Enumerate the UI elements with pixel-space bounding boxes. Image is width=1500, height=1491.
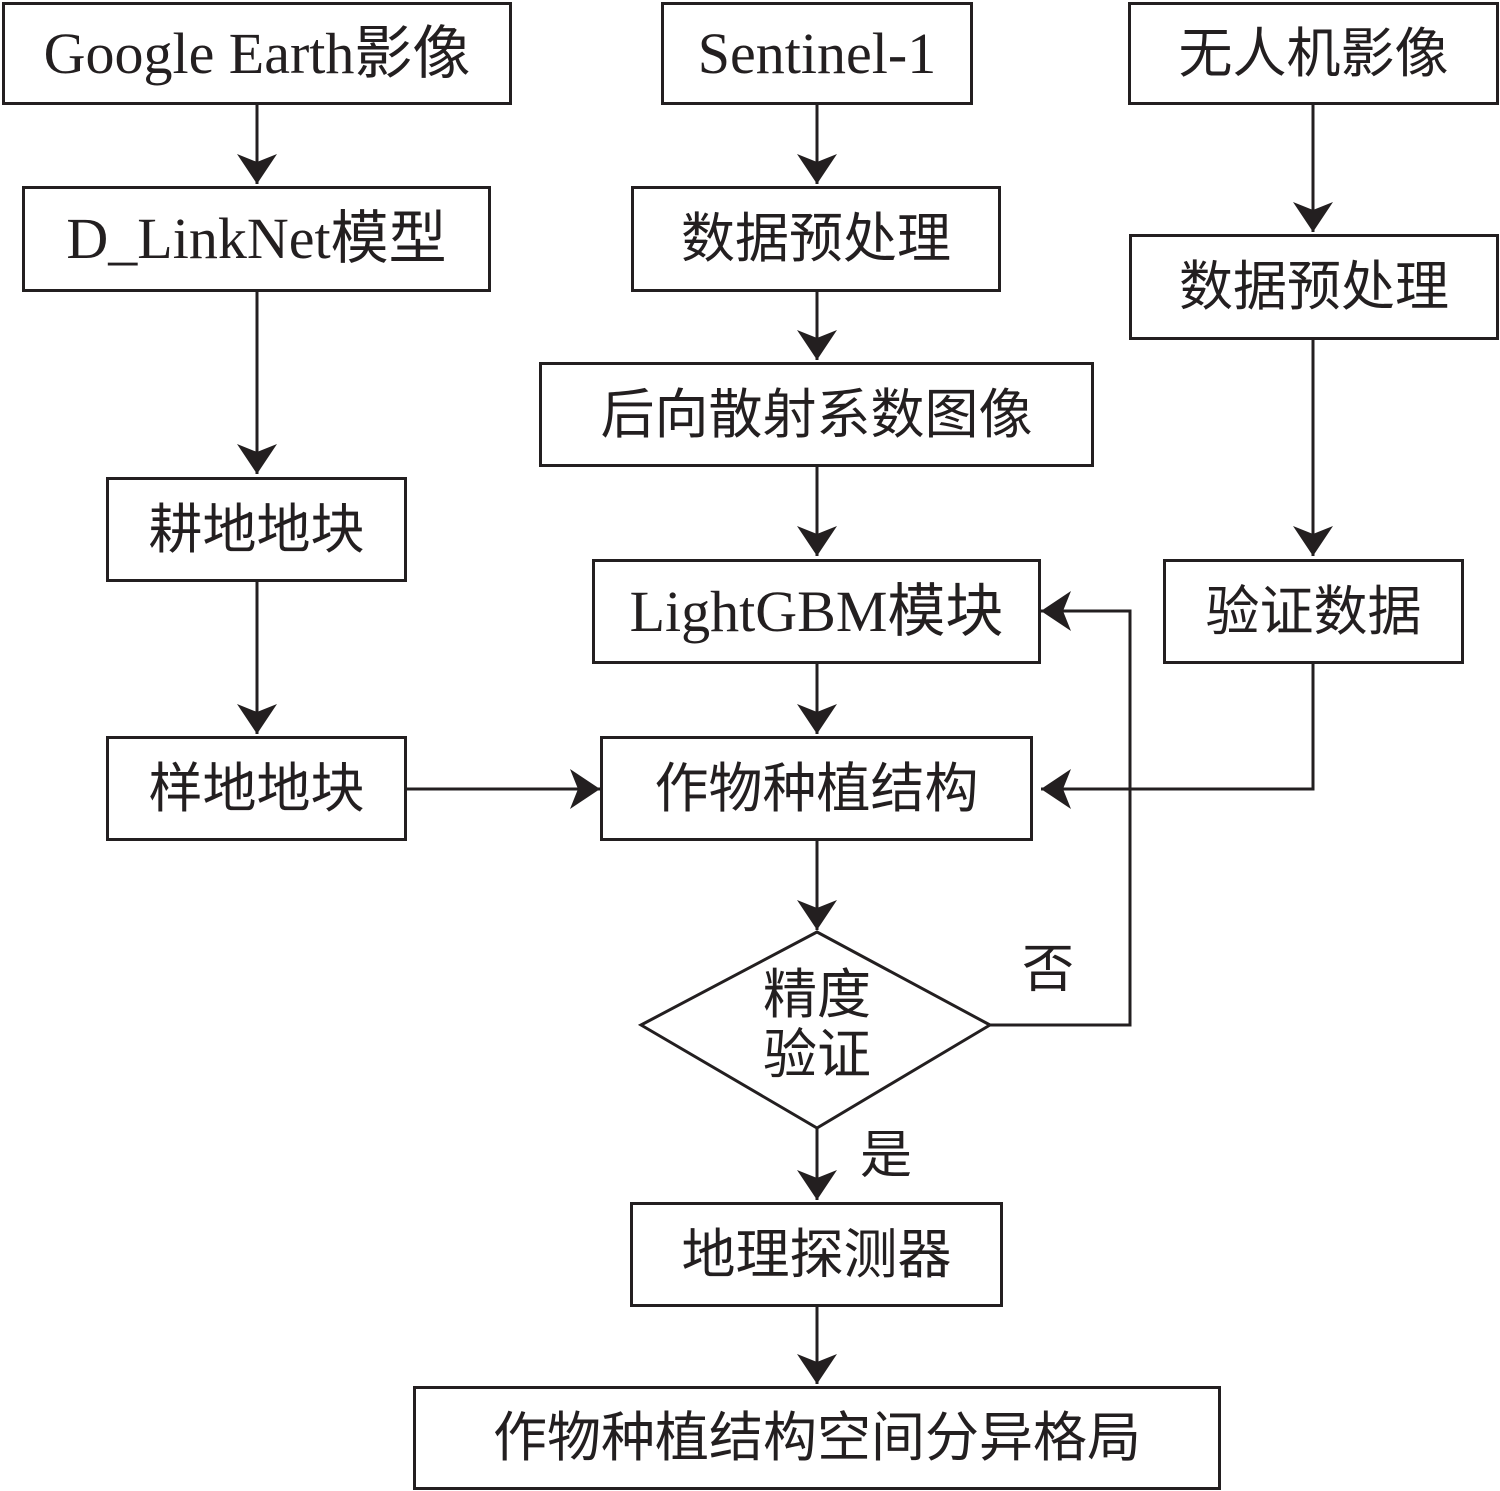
arrow-validation-to-crop-structure <box>1041 663 1315 809</box>
accuracy-check-line-2: 验证 <box>763 1023 871 1086</box>
node-geodetector: 地理探测器 <box>630 1202 1003 1307</box>
accuracy-check-label: 精度 验证 <box>700 960 934 1090</box>
edge-label-no: 否 <box>1022 940 1075 1000</box>
node-spatial-differentiation-pattern: 作物种植结构空间分异格局 <box>413 1386 1221 1490</box>
node-data-preprocessing-uav: 数据预处理 <box>1129 234 1499 340</box>
arrow-accuracy-no-feedback-to-lightgbm <box>990 591 1132 1027</box>
node-google-earth-imagery: Google Earth影像 <box>2 2 512 105</box>
node-uav-imagery: 无人机影像 <box>1128 2 1499 105</box>
node-cropland-parcels: 耕地地块 <box>106 477 407 582</box>
edge-label-yes: 是 <box>860 1126 913 1186</box>
accuracy-check-diamond <box>637 930 994 1130</box>
node-dlinknet-model: D_LinkNet模型 <box>22 186 491 292</box>
node-sentinel-1: Sentinel-1 <box>661 2 973 105</box>
node-crop-planting-structure: 作物种植结构 <box>600 736 1033 841</box>
node-lightgbm-module: LightGBM模块 <box>592 559 1041 664</box>
accuracy-check-line-1: 精度 <box>763 962 871 1026</box>
node-validation-data: 验证数据 <box>1163 559 1464 664</box>
node-backscatter-image: 后向散射系数图像 <box>539 362 1094 467</box>
node-sample-parcels: 样地地块 <box>106 736 407 841</box>
node-data-preprocessing-s1: 数据预处理 <box>631 186 1001 292</box>
